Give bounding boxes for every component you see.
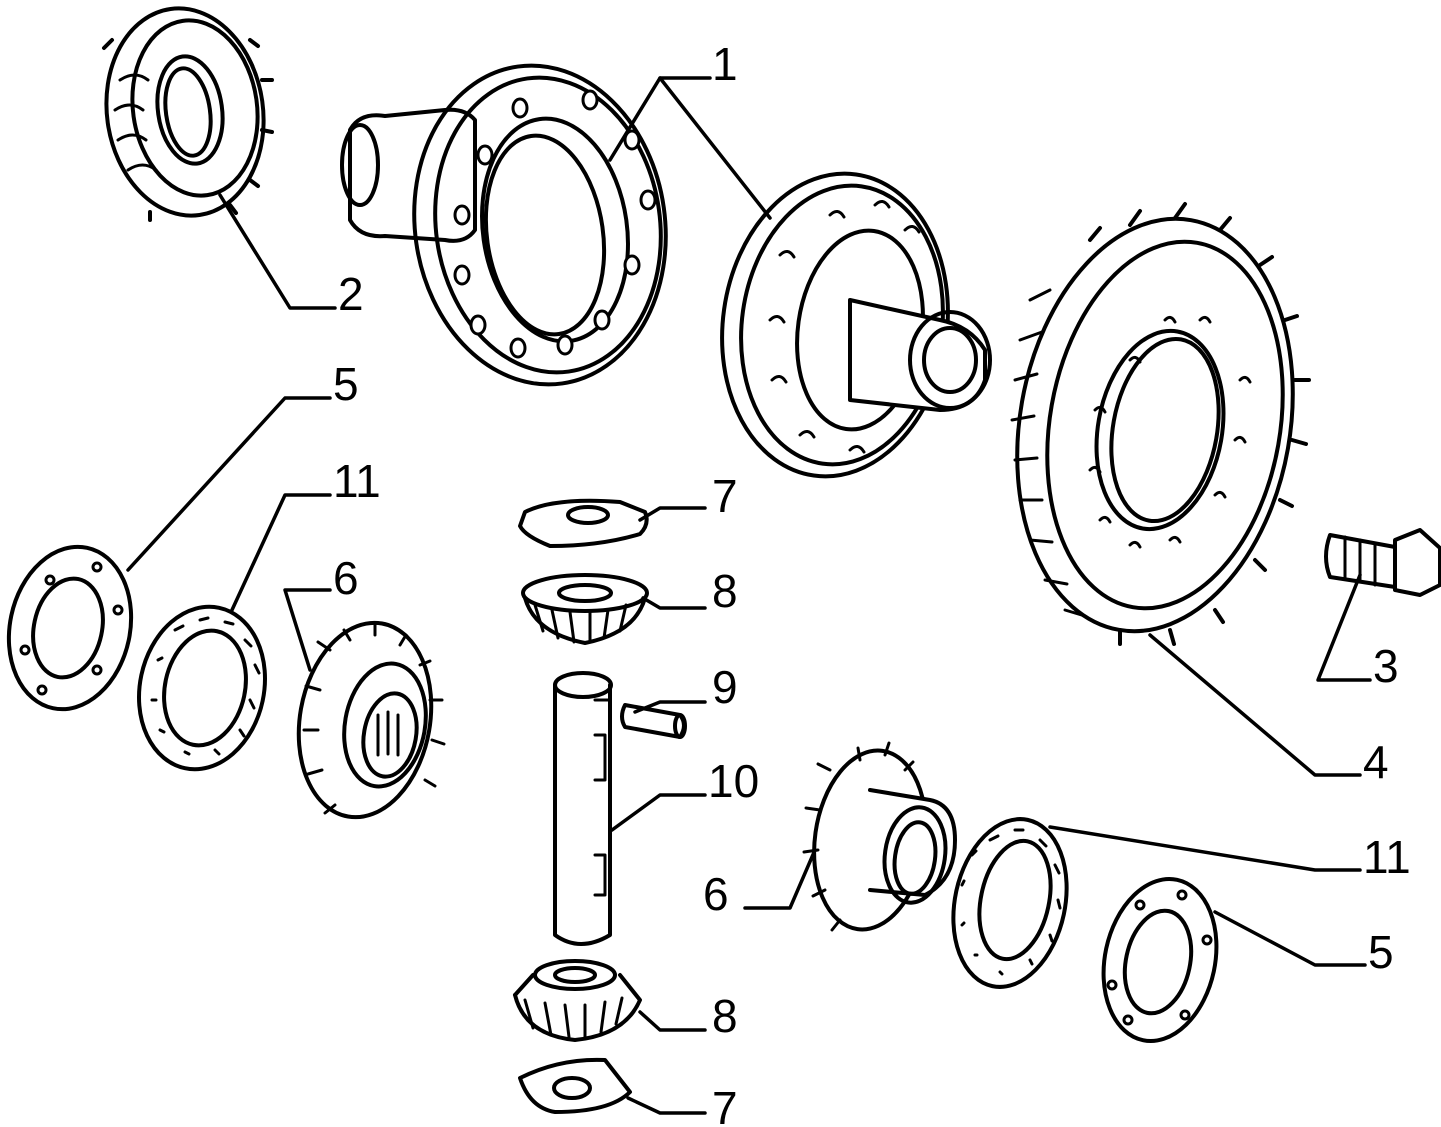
callout-4: 4 [1363, 736, 1389, 788]
callout-7b: 7 [712, 1082, 738, 1127]
callout-6b: 6 [703, 868, 729, 920]
leader-8b [638, 1010, 707, 1032]
leader-1a [608, 76, 712, 162]
part-thrust-block-7b [518, 1057, 632, 1114]
leader-7b [626, 1096, 707, 1115]
leader-6b [743, 848, 817, 910]
leader-4 [1148, 633, 1362, 777]
callout-1: 1 [712, 38, 738, 90]
part-pinion-gear-8a [521, 573, 649, 645]
leader-6a [283, 588, 332, 672]
part-thrust-washer-5a [6, 544, 134, 712]
part-side-gear-6a [296, 620, 446, 820]
part-differential-case-1b [720, 171, 992, 479]
callout-3: 3 [1373, 640, 1399, 692]
callout-2: 2 [338, 268, 364, 320]
callout-10: 10 [708, 755, 759, 807]
part-bearing-2 [102, 6, 274, 222]
leader-11a [230, 493, 332, 612]
part-bolt-3 [1324, 528, 1441, 597]
leader-7a [638, 506, 707, 522]
leader-lines [126, 76, 1372, 1115]
callout-labels: 1 2 3 4 5 5 6 6 7 7 8 8 9 10 11 11 [333, 38, 1411, 1127]
callout-7a: 7 [712, 470, 738, 522]
leader-11b [1048, 825, 1362, 872]
callout-9: 9 [712, 661, 738, 713]
callout-8b: 8 [712, 990, 738, 1042]
leader-5a [126, 396, 332, 572]
part-cross-shaft-10 [553, 671, 613, 946]
callout-8a: 8 [712, 565, 738, 617]
part-thrust-block-7a [518, 498, 649, 548]
callout-5b: 5 [1368, 926, 1394, 978]
part-lock-pin-9 [620, 703, 687, 739]
callout-11b: 11 [1363, 831, 1411, 883]
part-spacer-ring-11b [951, 817, 1069, 989]
leader-9 [633, 700, 707, 714]
leader-5b [1213, 910, 1367, 967]
callout-6a: 6 [333, 552, 359, 604]
part-spacer-ring-11a [137, 604, 267, 772]
part-side-gear-6b [802, 741, 957, 932]
callout-11a: 11 [333, 455, 381, 507]
leader-2 [218, 193, 337, 310]
part-differential-case-1a [340, 63, 668, 387]
leader-3 [1316, 573, 1372, 682]
part-ring-gear-4 [1010, 202, 1311, 646]
callout-5a: 5 [333, 358, 359, 410]
leader-10 [610, 793, 707, 832]
part-pinion-gear-8b [513, 959, 642, 1042]
leader-8a [641, 596, 707, 610]
leader-1b [658, 76, 772, 220]
part-thrust-washer-5b [1101, 876, 1219, 1044]
